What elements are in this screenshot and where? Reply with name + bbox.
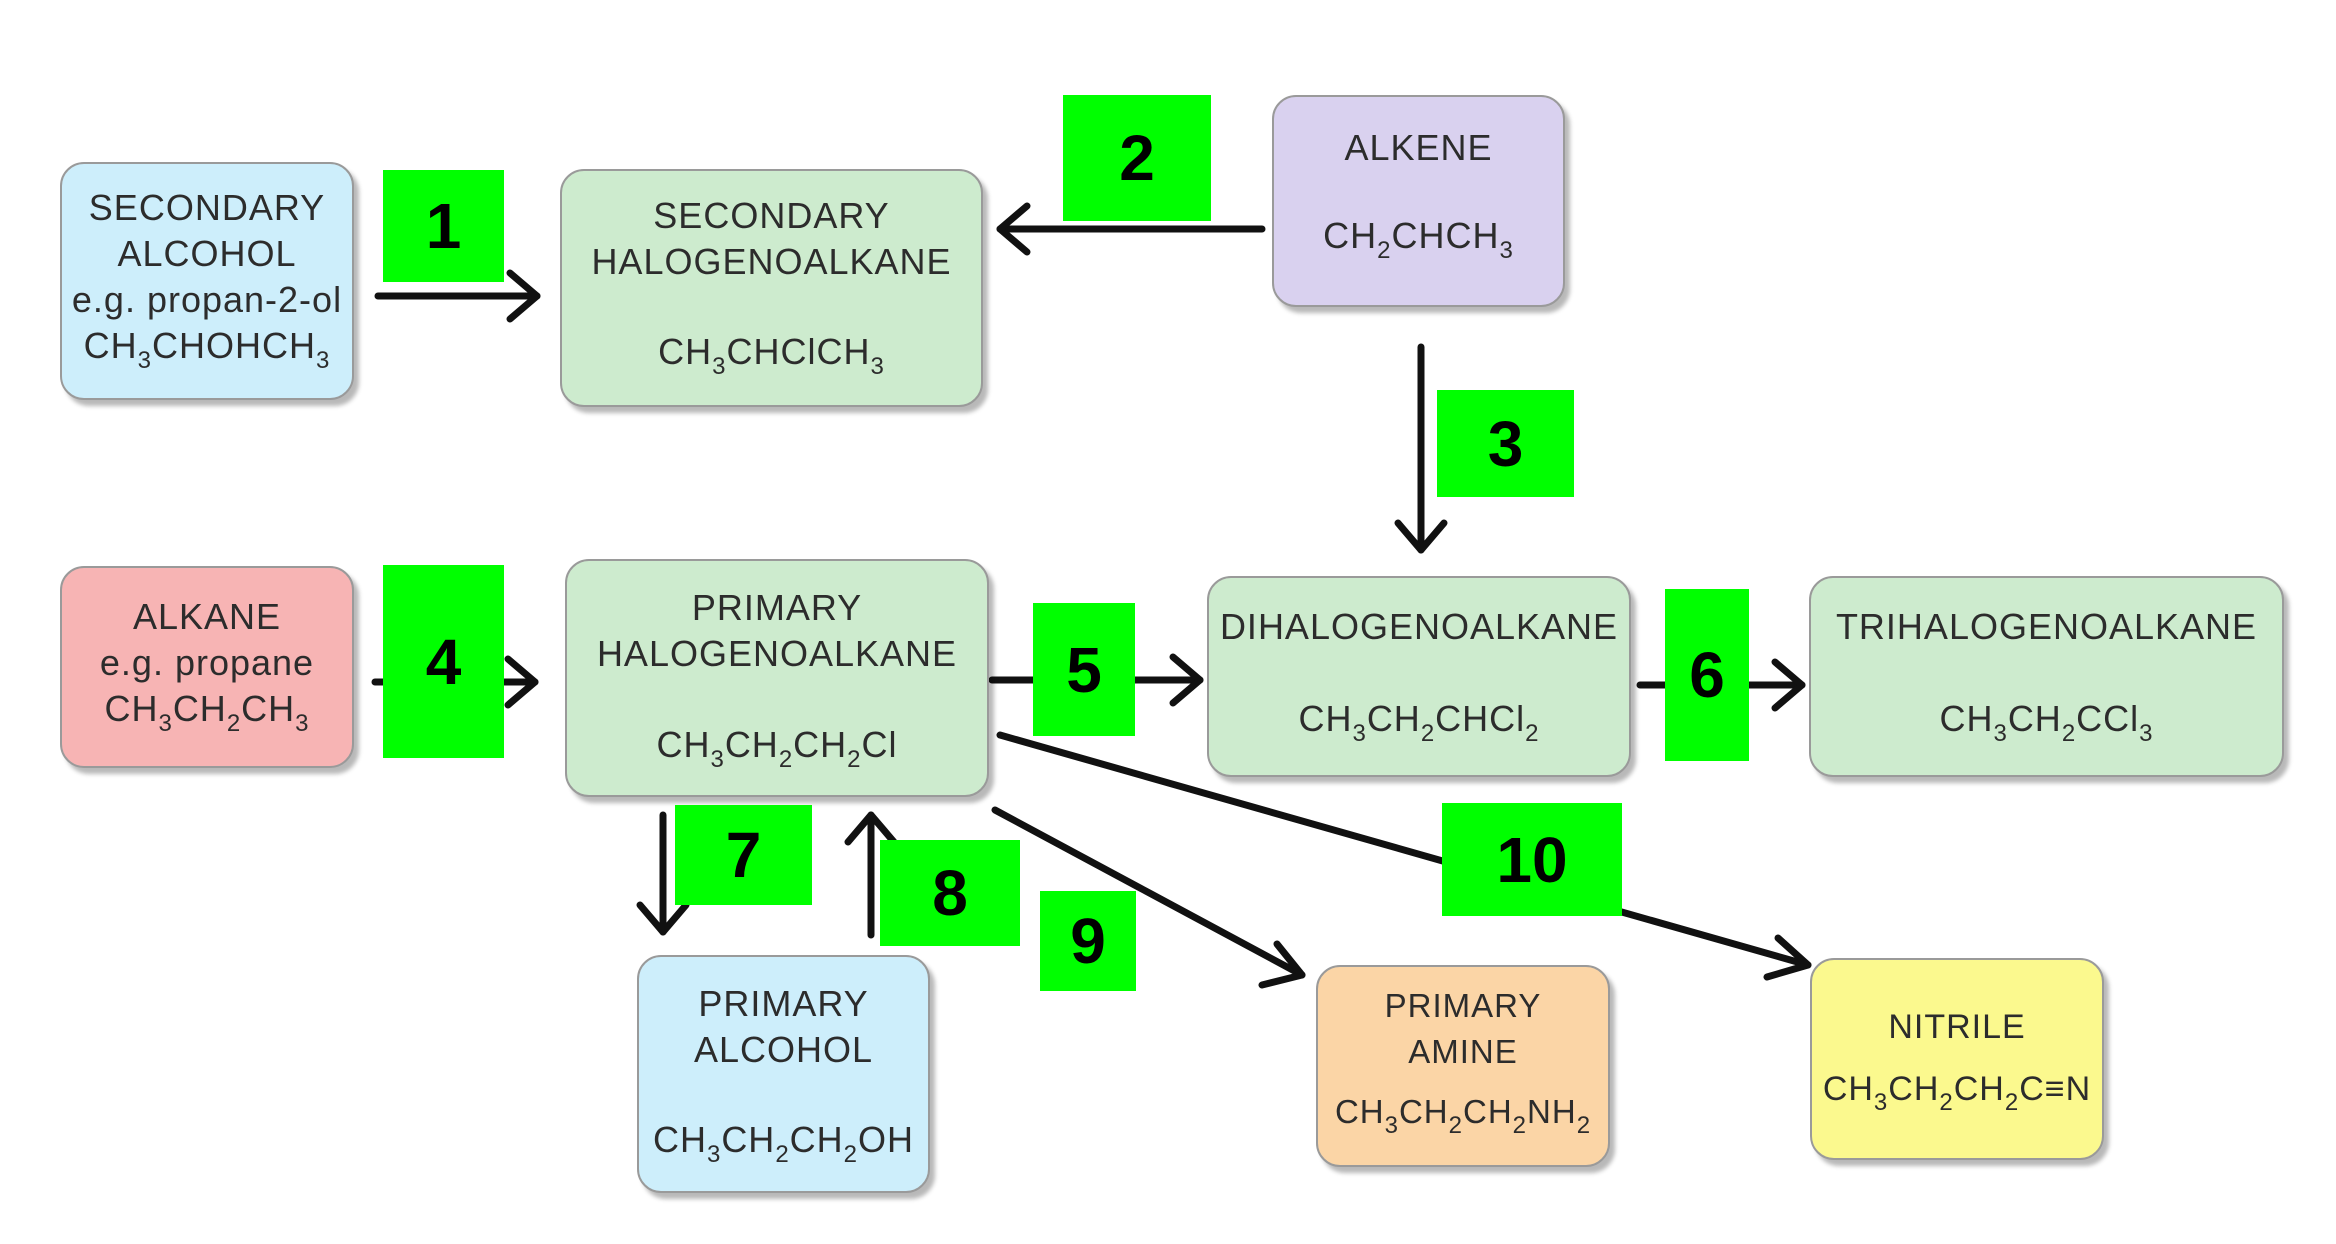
formula: CH3CHOHCH3	[83, 325, 331, 374]
box-label: ALCOHOL	[693, 1029, 874, 1070]
alkane-box: ALKANE e.g. propane CH3CH2CH3	[60, 566, 354, 768]
trihalogenoalkane-box: TRIHALOGENOALKANE CH3CH2CCl3	[1809, 576, 2284, 777]
box-label: SECONDARY	[88, 187, 326, 228]
formula: CH2CHCH3	[1323, 215, 1514, 264]
step-badge-5: 5	[1033, 603, 1135, 736]
formula: CH3CH2CH3	[104, 688, 310, 737]
step-badge-9: 9	[1040, 891, 1136, 991]
box-label: SECONDARY	[653, 195, 890, 236]
step-badge-3: 3	[1437, 390, 1574, 497]
formula: CH3CH2CH2Cl	[656, 724, 898, 773]
box-label: PRIMARY	[691, 587, 863, 628]
step-badge-6: 6	[1665, 589, 1749, 761]
arrow-step-8	[844, 811, 898, 939]
primary-amine-box: PRIMARY AMINE CH3CH2CH2NH2	[1316, 965, 1610, 1167]
box-label: PRIMARY	[698, 983, 869, 1024]
step-badge-2: 2	[1063, 95, 1211, 221]
box-example: e.g. propane	[99, 642, 315, 683]
step-badge-7: 7	[675, 805, 812, 905]
arrow-step-2	[996, 202, 1266, 256]
formula: CH3CH2CH2C≡N	[1822, 1070, 2092, 1116]
primary-halogenoalkane-box: PRIMARY HALOGENOALKANE CH3CH2CH2Cl	[565, 559, 989, 797]
formula: CH3CH2CCl3	[1939, 698, 2154, 747]
box-label: ALKANE	[132, 596, 282, 637]
arrow-step-7	[636, 811, 690, 936]
formula: CH3CH2CH2OH	[652, 1119, 915, 1168]
box-label: NITRILE	[1888, 1008, 2026, 1046]
formula: CH3CH2CH2NH2	[1334, 1093, 1592, 1139]
nitrile-box: NITRILE CH3CH2CH2C≡N	[1810, 958, 2104, 1160]
secondary-halogenoalkane-box: SECONDARY HALOGENOALKANE CH3CHClCH3	[560, 169, 983, 407]
box-label: DIHALOGENOALKANE	[1219, 606, 1619, 647]
box-label: AMINE	[1408, 1033, 1518, 1070]
box-label: TRIHALOGENOALKANE	[1835, 606, 2258, 647]
step-badge-10: 10	[1442, 803, 1622, 916]
arrow-step-3	[1394, 343, 1448, 554]
step-badge-8: 8	[880, 840, 1020, 946]
step-badge-1: 1	[383, 170, 504, 282]
primary-alcohol-box: PRIMARY ALCOHOL CH3CH2CH2OH	[637, 955, 930, 1193]
box-label: HALOGENOALKANE	[591, 241, 952, 282]
arrow-step-9	[991, 806, 1306, 989]
box-label: HALOGENOALKANE	[596, 633, 958, 674]
alkene-box: ALKENE CH2CHCH3	[1272, 95, 1565, 307]
formula: CH3CH2CHCl2	[1298, 698, 1540, 747]
formula: CH3CHClCH3	[658, 331, 885, 380]
box-label: PRIMARY	[1384, 987, 1542, 1024]
box-label: ALKENE	[1344, 127, 1493, 168]
step-badge-4: 4	[383, 565, 504, 758]
secondary-alcohol-box: SECONDARY ALCOHOL e.g. propan-2-ol CH3CH…	[60, 162, 354, 400]
arrow-step-10	[996, 731, 1812, 981]
box-example: e.g. propan-2-ol	[71, 279, 343, 320]
box-label: ALCOHOL	[117, 233, 297, 274]
dihalogenoalkane-box: DIHALOGENOALKANE CH3CH2CHCl2	[1207, 576, 1631, 777]
arrow-step-1	[374, 269, 541, 323]
